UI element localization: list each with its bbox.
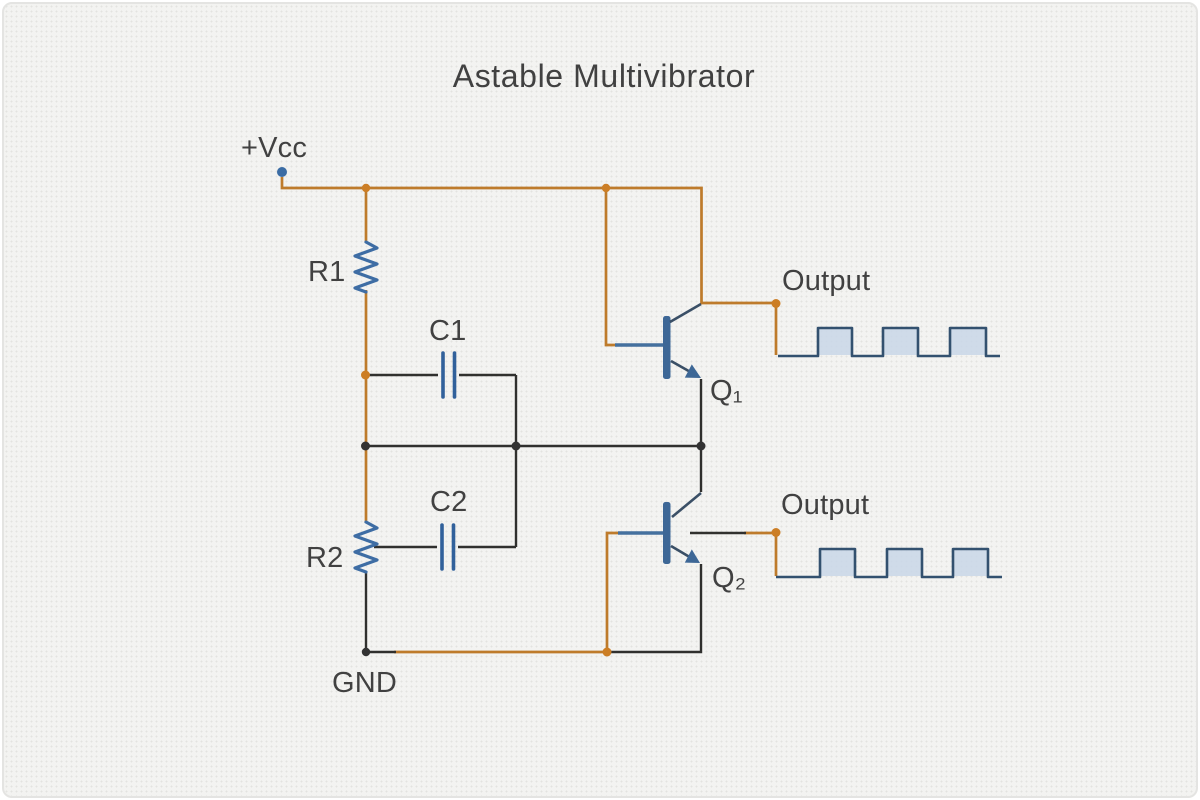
label-q1: Q₁ (710, 375, 743, 407)
junction-dot (696, 441, 706, 451)
junction-dot (511, 441, 521, 451)
waveform-pulse-fill (818, 329, 852, 355)
waveform-bottom (776, 547, 1002, 579)
capacitor-c2-symbol (440, 523, 456, 571)
waveform-top (778, 326, 1000, 358)
resistor-r2-symbol (353, 520, 379, 574)
waveform-pulse-fill (887, 550, 922, 576)
signal-wires (364, 373, 746, 654)
waveform-pulse-fill (950, 329, 986, 355)
waveform-trace (776, 547, 1002, 579)
junction-dot (601, 183, 611, 193)
junction-dot (361, 647, 371, 657)
q1-collector-lead (669, 302, 702, 324)
resistor-r1-symbol (353, 240, 379, 294)
label-c1: C1 (429, 315, 466, 347)
waveform-pulse-fill (953, 550, 988, 576)
q1-emitter-arrow-icon (684, 364, 701, 378)
label-gnd: GND (332, 667, 397, 699)
wire-q2-base-drop (605, 531, 621, 651)
diagram-title: Astable Multivibrator (453, 58, 756, 94)
label-output-top: Output (782, 265, 870, 297)
junction-dot (602, 647, 612, 657)
waveform-pulse-fill (820, 550, 855, 576)
wire-q2-output (744, 531, 778, 576)
transistor-q2-symbol (618, 491, 702, 564)
q2-emitter-arrow-icon (684, 549, 700, 563)
junction-dot (771, 528, 781, 537)
label-q2: Q₂ (712, 562, 746, 594)
transistor-q1-symbol (615, 302, 702, 379)
label-output-bottom: Output (781, 489, 869, 521)
label-r1: R1 (308, 256, 345, 288)
wire-vcc-rail-to-q1-output (280, 177, 778, 355)
junction-dot (771, 299, 781, 308)
capacitor-c1-symbol (441, 351, 457, 399)
wire-q1-base-drop (604, 188, 618, 347)
junction-dot (361, 370, 370, 380)
vcc-terminal-dot (277, 167, 287, 177)
label-c2: C2 (430, 486, 467, 518)
q1-base-bar (663, 316, 671, 379)
junction-dots (277, 167, 781, 657)
wire-gnd-right-q2-emitter (607, 564, 703, 654)
label-r2: R2 (306, 542, 343, 574)
q2-base-bar (663, 502, 671, 564)
q2-collector-lead (671, 491, 702, 519)
junction-dot (361, 441, 370, 451)
waveform-trace (778, 326, 1000, 358)
junction-dot (361, 183, 371, 193)
waveform-pulse-fill (883, 329, 918, 355)
label-vcc: +Vcc (241, 132, 307, 164)
